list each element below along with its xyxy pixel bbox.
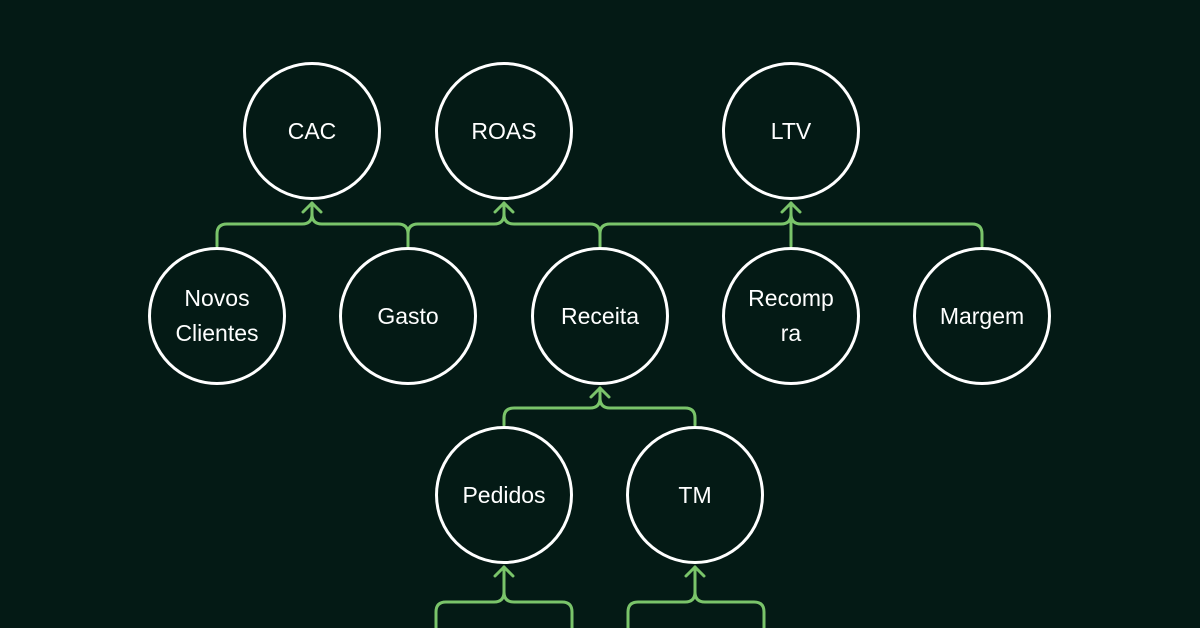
arrowhead-ltv [780, 201, 802, 214]
edge-tm-to-receita [598, 396, 697, 427]
node-receita: Receita [531, 247, 669, 385]
node-tm: TM [626, 426, 764, 564]
node-cac: CAC [243, 62, 381, 200]
node-pedidos: Pedidos [435, 426, 573, 564]
edge-novos-clientes-to-cac [215, 201, 314, 248]
edge-child-right-to-pedidos [502, 590, 574, 628]
node-ltv-label: LTV [770, 117, 812, 144]
node-cac-label: CAC [287, 117, 337, 144]
edge-gasto-to-cac [310, 212, 410, 248]
arrowhead-pedidos [493, 565, 515, 578]
edge-child-right-to-tm [693, 590, 766, 628]
node-receita-label: Receita [561, 302, 639, 329]
node-recompra-label: Recomp ra [748, 285, 834, 346]
node-pedidos-label: Pedidos [462, 481, 546, 508]
arrowhead-receita [589, 386, 611, 399]
arrowhead-roas [493, 201, 515, 214]
node-roas: ROAS [435, 62, 573, 200]
edge-receita-to-roas [502, 212, 602, 248]
node-roas-label: ROAS [471, 117, 537, 144]
node-gasto: Gasto [339, 247, 477, 385]
arrowhead-tm [684, 565, 706, 578]
node-gasto-label: Gasto [377, 302, 439, 329]
node-margem: Margem [913, 247, 1051, 385]
node-novos-clientes: Novos Clientes [148, 247, 286, 385]
edge-gasto-to-roas [406, 201, 506, 248]
node-tm-label: TM [678, 481, 712, 508]
edge-margem-to-ltv [789, 212, 984, 248]
node-recompra: Recomp ra [722, 247, 860, 385]
edge-receita-to-ltv [598, 201, 793, 248]
node-ltv: LTV [722, 62, 860, 200]
node-margem-label: Margem [939, 302, 1025, 329]
arrowhead-cac [301, 201, 323, 214]
node-novos-clientes-label: Novos Clientes [175, 285, 259, 346]
edge-pedidos-to-receita [502, 386, 602, 427]
